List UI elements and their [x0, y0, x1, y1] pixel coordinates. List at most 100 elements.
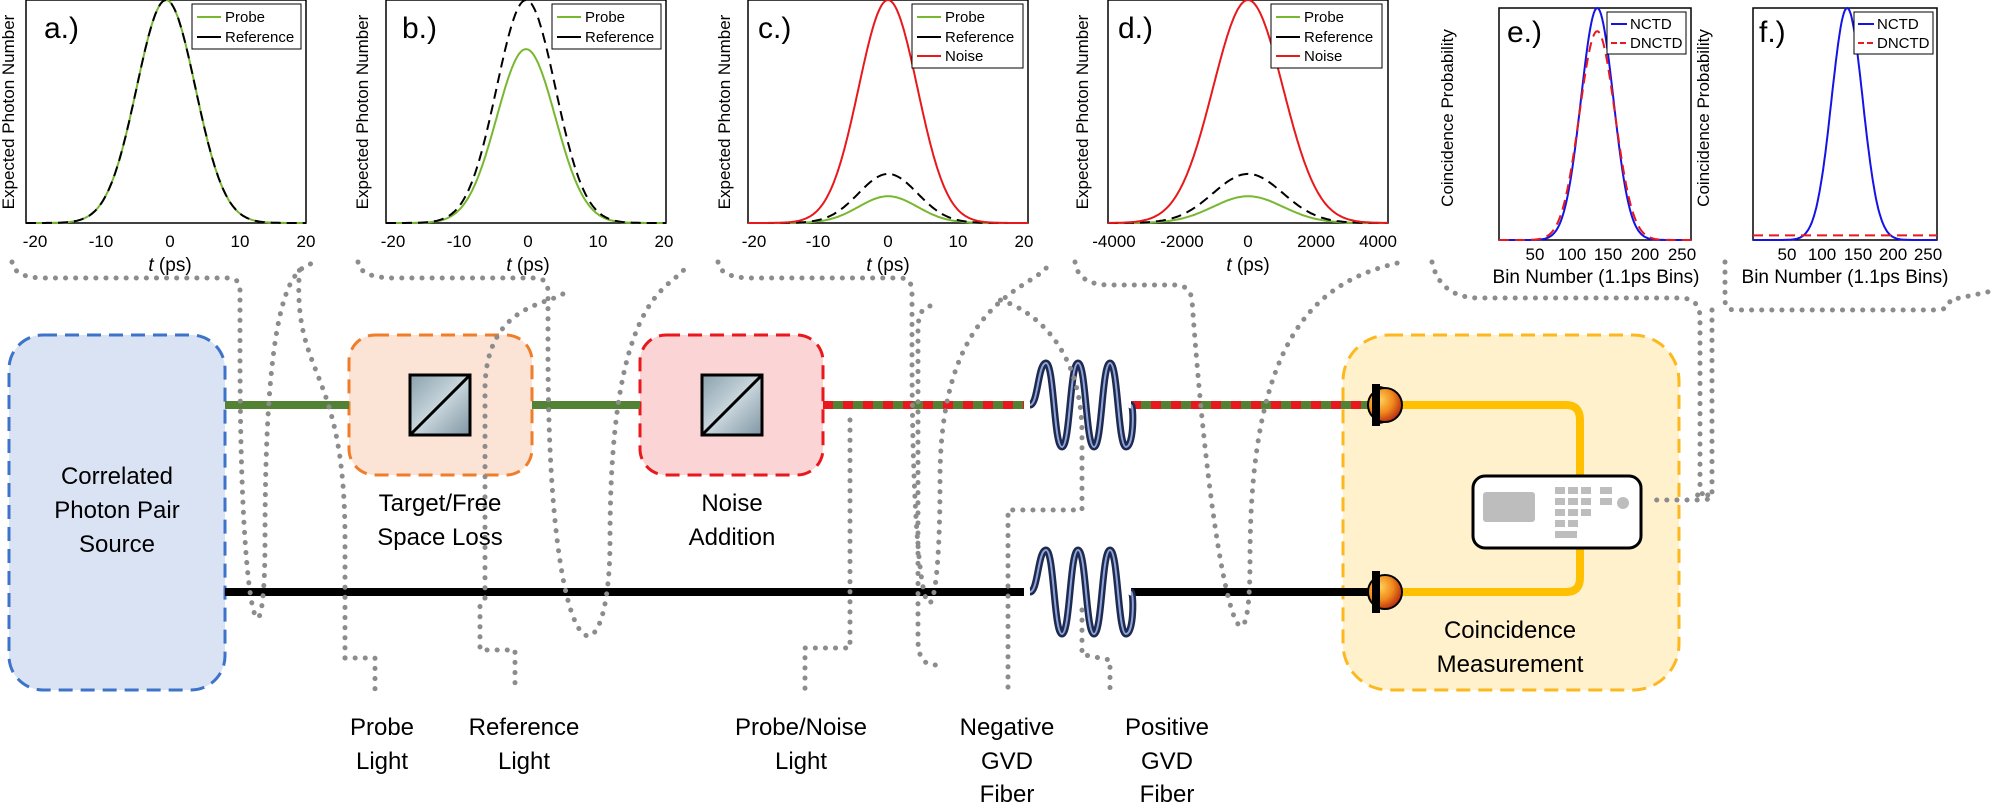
panel-a-letter: a.) — [44, 12, 79, 45]
probe-noise-light-label-1: Probe/Noise — [735, 714, 867, 741]
panel-c-series-noise — [748, 0, 1028, 224]
panel-a-xtick: 10 — [231, 232, 250, 251]
panel-a-legend: Probe Reference — [191, 3, 302, 50]
panel-e-lines — [1499, 6, 1691, 241]
panel-f-letter: f.) — [1759, 16, 1786, 49]
panel-e-xtick: 50 — [1526, 245, 1545, 264]
dotted-connectors — [9, 259, 2000, 695]
target-label-line-1: Target/Free — [379, 490, 502, 517]
panel-b-xlabel: t (ps) — [506, 255, 549, 276]
panel-b-series-reference — [386, 0, 666, 224]
panel-f: Coincidence Probability f.) NCTD DNCTD 5… — [1694, 6, 1949, 288]
panel-f-xlabel: Bin Number (1.1ps Bins) — [1742, 267, 1949, 288]
reference-light-label-2: Light — [498, 748, 550, 775]
panel-c-xtick: 10 — [949, 232, 968, 251]
panel-d-lines — [1108, 0, 1388, 224]
coinc-label-line-1: Coincidence — [1444, 617, 1576, 644]
panel-b-xtick: 20 — [655, 232, 674, 251]
panel-b-legend-reference: Reference — [585, 29, 654, 46]
panel-b-xtick: -20 — [381, 232, 406, 251]
panel-c-xtick: 20 — [1015, 232, 1034, 251]
panel-d-xtick: -2000 — [1160, 232, 1203, 251]
detector-icon — [1367, 384, 1403, 426]
panel-d-series-reference — [1108, 172, 1388, 224]
panel-d-xlabel: t (ps) — [1226, 255, 1269, 276]
panel-c-legend: Probe Reference Noise — [911, 3, 1024, 69]
panel-b-xtick: 10 — [589, 232, 608, 251]
panel-a-xtick: 20 — [297, 232, 316, 251]
beamsplitter-icon — [408, 373, 472, 437]
panel-d-xtick: 4000 — [1359, 232, 1397, 251]
panel-f-ylabel: Coincidence Probability — [1694, 29, 1713, 207]
panel-d-legend-reference: Reference — [1304, 29, 1373, 46]
panel-f-xtick: 150 — [1844, 245, 1872, 264]
panel-d-xtick: 2000 — [1297, 232, 1335, 251]
panel-d-legend-probe: Probe — [1304, 9, 1344, 26]
panel-a-xlabel: t (ps) — [148, 255, 191, 276]
panel-f-legend-nctd: NCTD — [1877, 16, 1919, 33]
panel-a-xtick: 0 — [165, 232, 174, 251]
probe-light-label-1: Probe — [350, 714, 414, 741]
panel-a: Expected Photon Number a.) Probe Referen… — [0, 0, 315, 276]
panel-d-xtick: -4000 — [1092, 232, 1135, 251]
panel-b: Expected Photon Number b.) Probe Referen… — [353, 0, 673, 276]
panel-b-legend-probe: Probe — [585, 9, 625, 26]
panel-e-xtick: 200 — [1631, 245, 1659, 264]
panel-d-legend: Probe Reference Noise — [1270, 3, 1383, 69]
panel-e-legend-dnctd: DNCTD — [1630, 35, 1683, 52]
panel-b-xtick: -10 — [447, 232, 472, 251]
panel-c-xlabel: t (ps) — [866, 255, 909, 276]
panel-c-xtick: -20 — [742, 232, 767, 251]
panel-e: Coincidence Probability e.) NCTD DNCTD 5… — [1438, 6, 1700, 288]
detector-icon — [1367, 571, 1403, 613]
fiber-coil-icon — [1028, 359, 1137, 451]
panel-a-legend-probe: Probe — [225, 9, 265, 26]
positive-gvd-label-1: Positive — [1125, 714, 1209, 741]
panel-e-letter: e.) — [1507, 16, 1542, 49]
panel-c-legend-probe: Probe — [945, 9, 985, 26]
negative-gvd-label-1: Negative — [960, 714, 1055, 741]
panel-c-xtick: -10 — [806, 232, 831, 251]
probe-light-label-2: Light — [356, 748, 408, 775]
panel-f-series-nctd — [1753, 6, 1937, 241]
panel-f-legend: NCTD DNCTD — [1853, 11, 1934, 55]
target-label-line-2: Space Loss — [377, 524, 502, 551]
panel-d-xtick: 0 — [1243, 232, 1252, 251]
panel-f-xtick: 200 — [1879, 245, 1907, 264]
noise-label-line-1: Noise — [701, 490, 762, 517]
panel-c-letter: c.) — [758, 12, 791, 45]
panel-d-ylabel: Expected Photon Number — [1073, 14, 1092, 209]
panel-e-xtick: 250 — [1668, 245, 1696, 264]
panel-a-lines — [26, 0, 306, 224]
panel-b-legend: Probe Reference — [551, 3, 662, 50]
panel-f-xtick: 50 — [1778, 245, 1797, 264]
photon-pair-source-box — [7, 333, 227, 692]
panel-e-ylabel: Coincidence Probability — [1438, 29, 1457, 207]
panel-a-legend-reference: Reference — [225, 29, 294, 46]
fiber-coil-icon — [1028, 546, 1137, 638]
panel-d-letter: d.) — [1118, 12, 1153, 45]
panel-e-xtick: 150 — [1594, 245, 1622, 264]
panel-c-series-reference — [748, 172, 1028, 224]
probe-noise-light-label-2: Light — [775, 748, 827, 775]
panel-e-series-dnctd — [1499, 30, 1691, 241]
noise-label-line-2: Addition — [689, 524, 776, 551]
panel-e-xlabel: Bin Number (1.1ps Bins) — [1493, 267, 1700, 288]
panel-b-xtick: 0 — [523, 232, 532, 251]
panel-c-ylabel: Expected Photon Number — [715, 14, 734, 209]
reference-light-label-1: Reference — [469, 714, 580, 741]
source-label-line-2: Photon Pair — [54, 497, 179, 524]
positive-gvd-label-2: GVD — [1141, 748, 1193, 775]
panel-d: Expected Photon Number d.) Probe Referen… — [1073, 0, 1397, 276]
panel-e-legend-nctd: NCTD — [1630, 16, 1672, 33]
coinc-label-line-2: Measurement — [1437, 651, 1584, 678]
panel-a-xtick: -20 — [23, 232, 48, 251]
panel-c-legend-reference: Reference — [945, 29, 1014, 46]
negative-gvd-label-3: Fiber — [980, 781, 1035, 804]
beamsplitter-icon — [700, 373, 764, 437]
source-label-line-3: Source — [79, 531, 155, 558]
panel-b-letter: b.) — [402, 12, 437, 45]
source-label-line-1: Correlated — [61, 463, 173, 490]
panel-b-ylabel: Expected Photon Number — [353, 14, 372, 209]
